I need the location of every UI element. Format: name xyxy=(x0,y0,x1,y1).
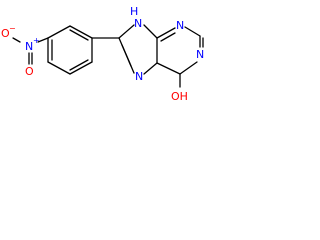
bond-c4-n3-b xyxy=(160,32,176,42)
atom-nitro-o: O xyxy=(25,65,34,78)
charge-minus: − xyxy=(9,24,16,33)
bond-o-minus-n xyxy=(12,37,21,43)
bond-benz-4 xyxy=(69,61,93,75)
bond-benz-2 xyxy=(69,25,93,39)
atom-n1: N xyxy=(196,48,204,61)
bond-n9-c4 xyxy=(143,24,158,39)
bond-benz-1 xyxy=(47,25,71,39)
bond-benz-5 xyxy=(47,61,71,75)
atom-o-minus: O xyxy=(1,27,10,40)
atom-n3: N xyxy=(176,19,184,32)
atom-oh: OH xyxy=(171,90,188,103)
bond-benz-inner-1 xyxy=(69,29,89,41)
bonds xyxy=(12,24,204,88)
bond-c8-n9 xyxy=(118,24,135,39)
bond-n7-c8-b xyxy=(121,44,132,67)
bond-c4-n3-a xyxy=(156,27,176,39)
atom-labels: O − N + O H N N N N OH xyxy=(1,5,204,103)
bond-n3-c2 xyxy=(184,26,201,37)
atom-nitro-n: N xyxy=(25,40,33,53)
bond-c5-n7 xyxy=(143,62,158,75)
atom-n9-h: H xyxy=(130,5,138,18)
bond-c6-c5 xyxy=(156,62,181,75)
atom-n9: N xyxy=(134,17,142,30)
atom-n7: N xyxy=(135,70,143,83)
bond-benz-inner-2 xyxy=(69,59,89,71)
charge-plus: + xyxy=(33,36,40,45)
chemical-structure: O − N + O H N N N N OH xyxy=(1,5,204,103)
bond-n-ring xyxy=(37,37,49,43)
bond-n1-c6 xyxy=(179,61,198,75)
